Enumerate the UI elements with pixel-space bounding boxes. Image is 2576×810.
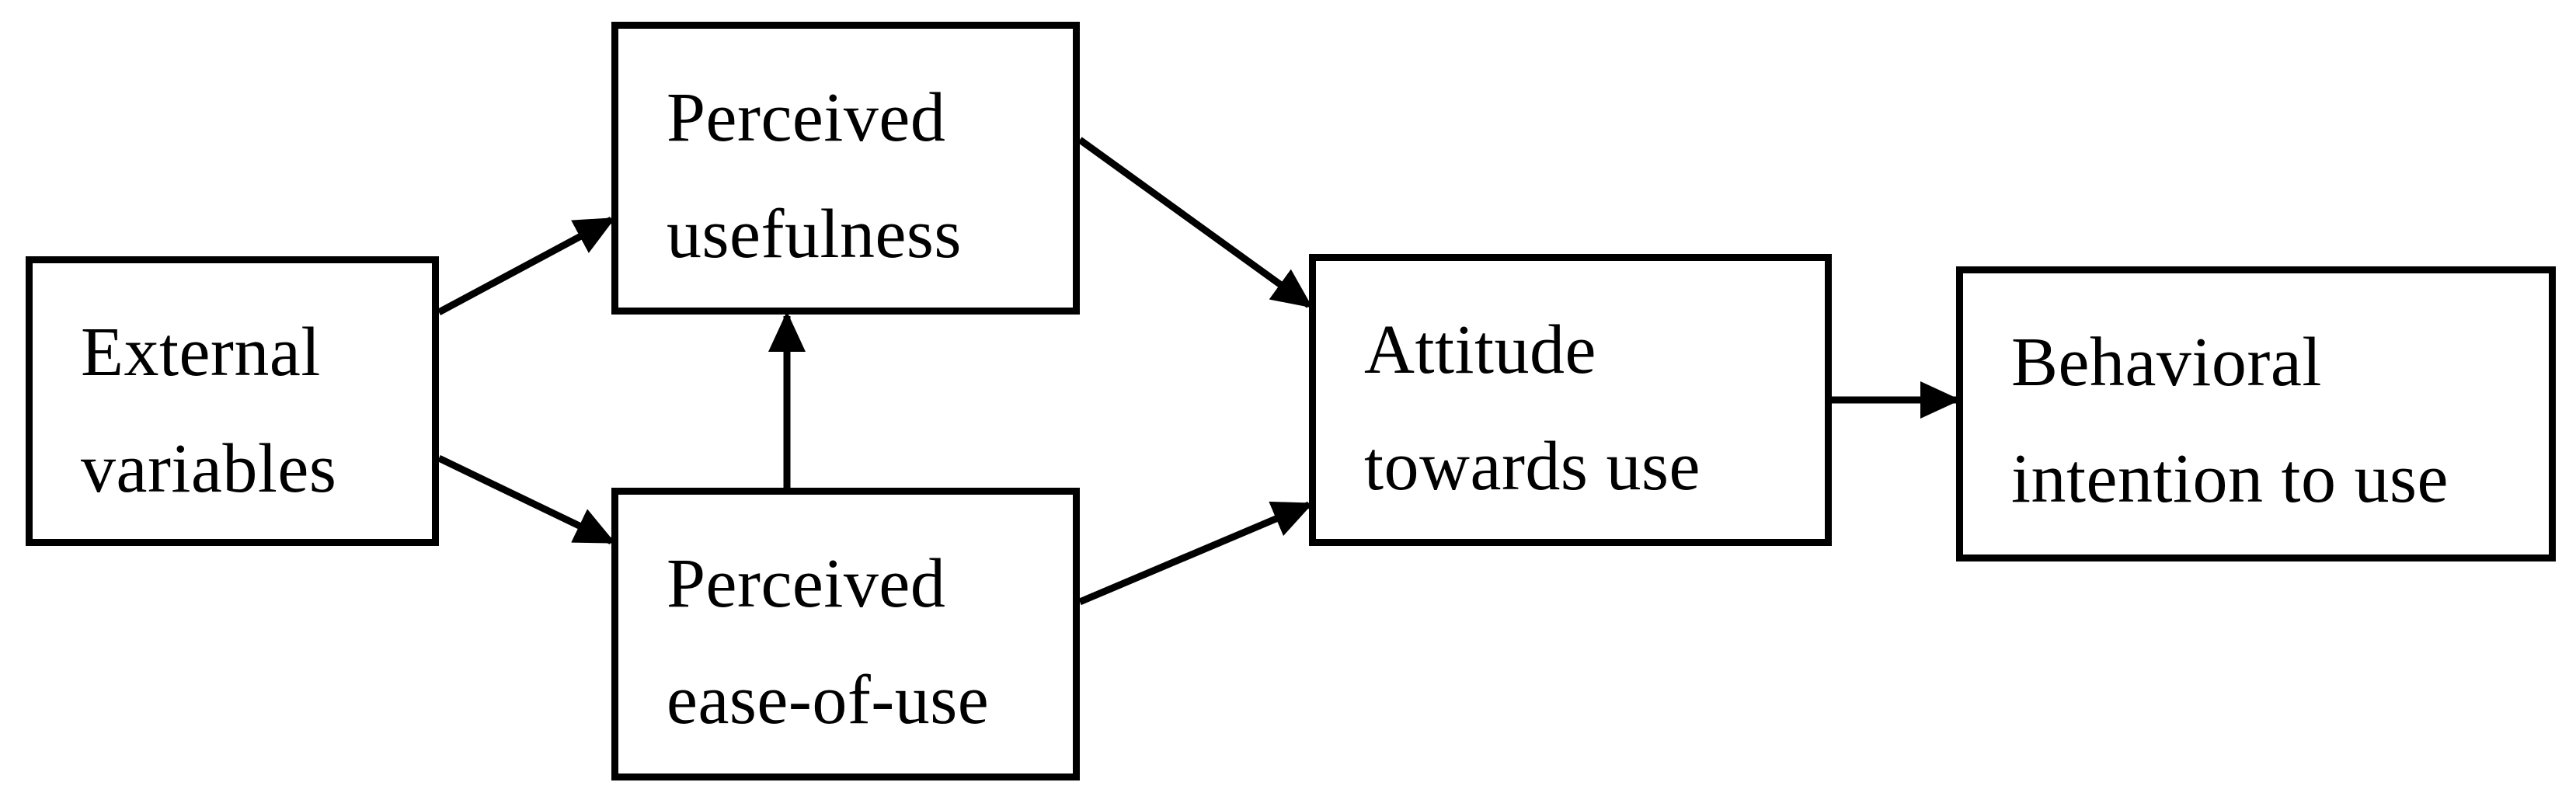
node-label-line2: usefulness: [667, 196, 962, 273]
node-attitude-towards-use: Attitude towards use: [1309, 254, 1832, 546]
node-label-line2: variables: [81, 430, 337, 507]
node-label-line1: Perceived: [667, 545, 946, 622]
node-perceived-usefulness: Perceived usefulness: [611, 22, 1080, 315]
node-label-line1: Perceived: [667, 79, 946, 156]
arrow-ease-of-use-to-attitude: [1078, 501, 1314, 606]
node-label-line2: ease-of-use: [667, 662, 990, 739]
node-label-line2: intention to use: [2011, 440, 2449, 517]
node-external-variables: External variables: [26, 256, 439, 546]
node-label-line2: towards use: [1364, 428, 1701, 505]
node-label-line1: Behavioral: [2011, 324, 2322, 401]
node-behavioral-intention-to-use: Behavioral intention to use: [1956, 266, 2556, 561]
node-label-line1: Attitude: [1364, 311, 1596, 388]
arrow-external-to-ease-of-use: [437, 454, 616, 545]
node-label-line1: External: [81, 314, 321, 391]
node-perceived-ease-of-use: Perceived ease-of-use: [611, 488, 1080, 780]
arrow-external-to-usefulness: [437, 217, 616, 315]
arrow-usefulness-to-attitude: [1077, 137, 1313, 308]
